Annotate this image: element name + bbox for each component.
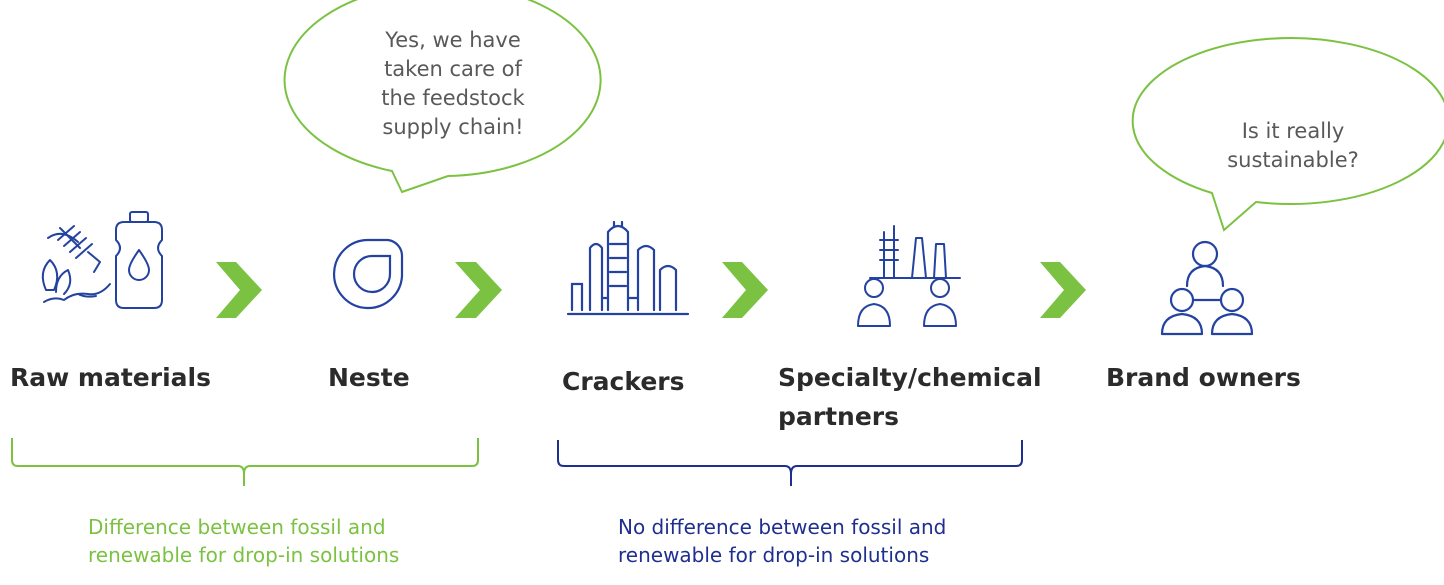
chevron-right-icon: [455, 262, 502, 318]
cracker-plant-icon: [566, 220, 690, 316]
stage-label-crackers: Crackers: [562, 367, 685, 396]
stage-label-specialty-chemical-partners: Specialty/chemical partners: [778, 363, 1042, 431]
chevron-right-icon: [722, 262, 768, 318]
green-brace: [11, 438, 479, 486]
neste-bubble-text: Yes, we have taken care of the feedstock…: [381, 28, 525, 139]
stage-label-neste: Neste: [328, 363, 410, 392]
stage-label-brand-owners: Brand owners: [1106, 363, 1301, 392]
chevron-right-icon: [1040, 262, 1086, 318]
group-note-no-fossil-difference: No difference between fossil and renewab…: [618, 515, 947, 567]
navy-brace: [557, 440, 1023, 486]
group-note-fossil-difference: Difference between fossil and renewable …: [88, 515, 400, 567]
chemical-partners-icon: [857, 225, 961, 327]
speech-bubble-neste: [283, 0, 602, 194]
brand-bubble-text: Is it really sustainable?: [1227, 119, 1359, 172]
raw-materials-icon: [41, 211, 163, 309]
neste-logo-icon: [332, 238, 404, 310]
stage-label-raw-materials: Raw materials: [10, 363, 211, 392]
speech-bubble-brand: [1131, 37, 1444, 232]
brand-owners-icon: [1160, 240, 1254, 336]
chevron-right-icon: [216, 262, 262, 318]
